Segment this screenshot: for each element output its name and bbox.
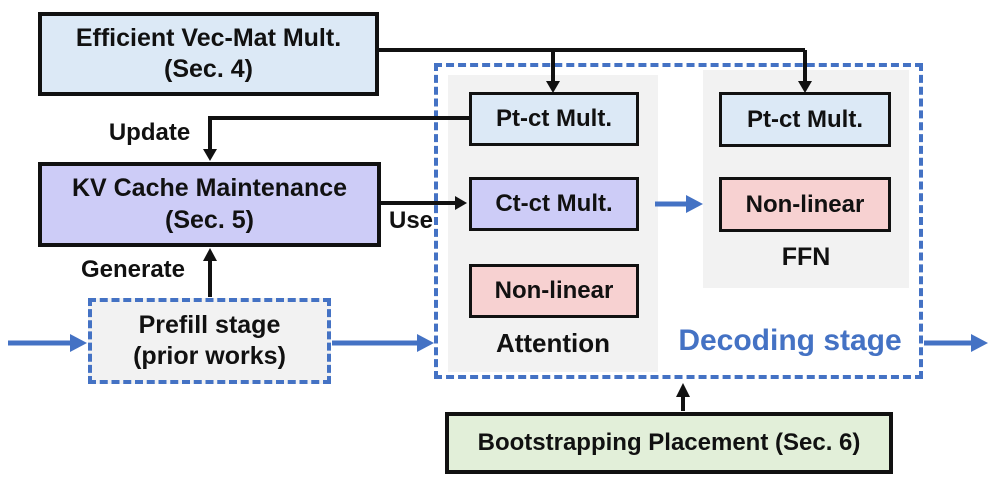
prefill-label-line2: (prior works) — [133, 342, 286, 370]
arrow-prefill-generate-kvcache — [203, 248, 217, 297]
efficient-vecmat-box: Efficient Vec-Mat Mult. (Sec. 4) — [38, 12, 379, 96]
flow-arrow-prefill-to-decoding — [332, 334, 434, 352]
ffn-ptct-mult-label: Pt-ct Mult. — [747, 105, 863, 133]
ffn-nonlinear-box: Non-linear — [719, 177, 891, 232]
flow-arrow-decoding-to-output — [924, 334, 988, 352]
bootstrapping-placement-label: Bootstrapping Placement (Sec. 6) — [477, 429, 861, 456]
attention-ctct-mult-label: Ct-ct Mult. — [495, 190, 613, 217]
arrow-bootstrap-to-decoding — [676, 383, 690, 411]
decoding-stage-label: Decoding stage — [678, 324, 902, 357]
prefill-stage-box: Prefill stage (prior works) — [88, 298, 331, 384]
efficient-vecmat-label-line1: Efficient Vec-Mat Mult. — [75, 23, 342, 52]
attention-ptct-mult-box: Pt-ct Mult. — [469, 92, 639, 146]
use-edge-label: Use — [388, 207, 434, 234]
update-edge-label: Update — [108, 119, 191, 146]
attention-ctct-mult-box: Ct-ct Mult. — [469, 177, 639, 231]
ffn-ptct-mult-box: Pt-ct Mult. — [719, 92, 891, 147]
ffn-nonlinear-label: Non-linear — [745, 190, 865, 218]
attention-group-label: Attention — [495, 328, 611, 358]
ffn-group-label: FFN — [781, 243, 831, 271]
attention-nonlinear-box: Non-linear — [469, 264, 639, 318]
kv-cache-label-line2: (Sec. 5) — [165, 205, 254, 234]
flow-arrow-input-to-prefill — [8, 334, 87, 352]
generate-edge-label: Generate — [80, 256, 186, 283]
efficient-vecmat-label-line2: (Sec. 4) — [164, 55, 253, 83]
attention-nonlinear-label: Non-linear — [494, 277, 614, 304]
kv-cache-box: KV Cache Maintenance (Sec. 5) — [38, 162, 381, 247]
bootstrapping-placement-box: Bootstrapping Placement (Sec. 6) — [445, 412, 893, 474]
prefill-label-line1: Prefill stage — [138, 310, 281, 339]
attention-ptct-mult-label: Pt-ct Mult. — [496, 105, 612, 132]
kv-cache-label-line1: KV Cache Maintenance — [71, 174, 348, 203]
arrow-ptct-update-kvcache — [203, 116, 469, 161]
